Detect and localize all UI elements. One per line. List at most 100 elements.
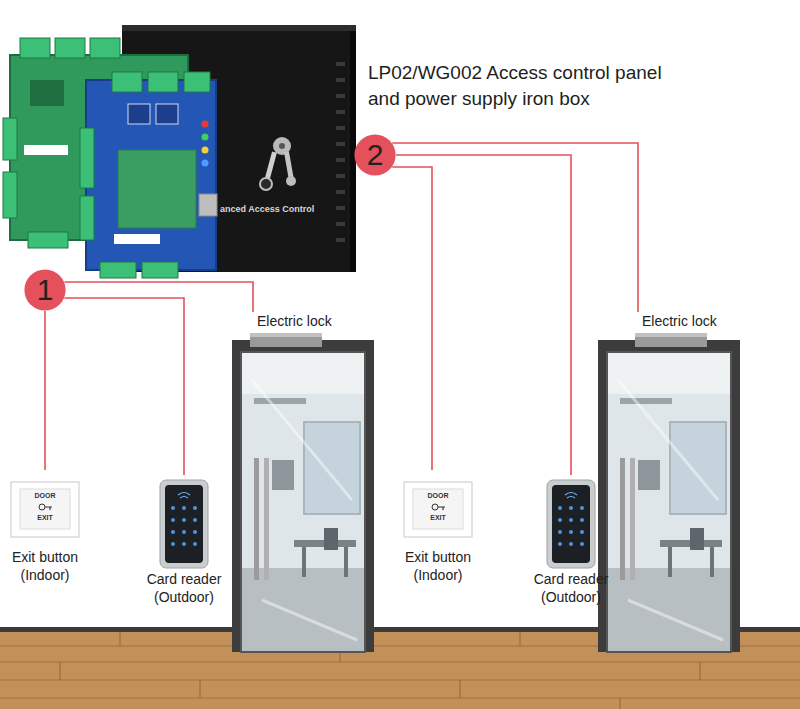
green-circuit-board bbox=[24, 145, 68, 155]
wire-connector bbox=[392, 143, 638, 312]
callout-circle bbox=[24, 269, 65, 310]
blue-circuit-board bbox=[80, 196, 94, 240]
control-box bbox=[260, 178, 272, 190]
card-reader-device bbox=[558, 542, 562, 546]
wire-connector bbox=[392, 167, 432, 470]
card-reader-device bbox=[580, 506, 584, 510]
card-reader: Card reader (Outdoor) bbox=[519, 475, 623, 606]
electric-lock-device bbox=[250, 333, 322, 337]
device-marking: DOOR bbox=[35, 492, 56, 500]
callout-number: 2 bbox=[354, 134, 396, 176]
green-circuit-board bbox=[28, 232, 68, 248]
card-reader-device bbox=[558, 506, 562, 510]
green-circuit-board bbox=[30, 80, 64, 106]
card-reader-device bbox=[160, 480, 595, 568]
control-box bbox=[279, 143, 285, 149]
glass-door bbox=[232, 340, 374, 652]
card-reader-device bbox=[165, 485, 203, 563]
card-reader-label: Card reader (Outdoor) bbox=[519, 570, 623, 606]
blue-circuit-board bbox=[202, 147, 209, 154]
control-box bbox=[265, 151, 277, 179]
blue-circuit-board bbox=[148, 72, 178, 92]
callout-number-label: 2 bbox=[354, 134, 396, 176]
card-reader-device bbox=[558, 506, 584, 546]
blue-circuit-board bbox=[202, 121, 209, 128]
card-reader-device bbox=[547, 480, 595, 568]
wire-connector bbox=[396, 155, 571, 475]
exit-button: Exit button (Indoor) bbox=[0, 470, 91, 584]
card-reader-device bbox=[569, 506, 573, 510]
card-reader-device bbox=[182, 542, 186, 546]
card-reader-device bbox=[552, 485, 590, 563]
electric-lock-device bbox=[250, 333, 707, 347]
wire-connector bbox=[64, 298, 184, 475]
card-reader-device bbox=[193, 506, 197, 510]
blue-circuit-board bbox=[156, 104, 178, 124]
blue-circuit-board bbox=[118, 150, 196, 228]
blue-circuit-board bbox=[202, 160, 209, 167]
card-reader-device bbox=[171, 506, 197, 546]
card-reader-device bbox=[193, 542, 197, 546]
electric-lock-device bbox=[635, 333, 707, 347]
card-reader-device bbox=[193, 530, 197, 534]
card-reader-device bbox=[171, 530, 175, 534]
card-reader-device bbox=[580, 530, 584, 534]
card-reader-device bbox=[569, 530, 573, 534]
card-reader-device bbox=[569, 518, 573, 522]
blue-circuit-board bbox=[142, 262, 178, 278]
green-circuit-board bbox=[20, 38, 50, 58]
card-reader-device bbox=[160, 480, 208, 568]
electric-lock: Electric lock bbox=[249, 312, 338, 350]
callout-number-label: 1 bbox=[24, 269, 66, 311]
electric-lock-device bbox=[250, 333, 322, 347]
card-reader-device bbox=[182, 506, 186, 510]
card-reader-device bbox=[182, 518, 186, 522]
callout-circle bbox=[354, 134, 395, 175]
card-reader-device bbox=[193, 518, 197, 522]
control-box bbox=[336, 174, 345, 178]
exit-button-device bbox=[438, 507, 445, 510]
electric-lock-label: Electric lock bbox=[634, 312, 723, 330]
floor bbox=[0, 646, 800, 698]
device-marking: EXIT bbox=[430, 514, 446, 522]
control-box bbox=[336, 110, 345, 114]
green-circuit-board bbox=[55, 38, 85, 58]
control-box bbox=[336, 158, 345, 162]
card-reader-device bbox=[558, 518, 562, 522]
wire-connector bbox=[64, 282, 253, 312]
control-box bbox=[286, 176, 296, 186]
card-reader-device bbox=[178, 493, 190, 499]
blue-circuit-board bbox=[202, 134, 209, 141]
blue-circuit-board bbox=[80, 72, 217, 278]
card-reader-device bbox=[580, 518, 584, 522]
panel-title: LP02/WG002 Access control panel and powe… bbox=[368, 60, 683, 112]
green-circuit-board bbox=[3, 118, 17, 160]
card-reader-device bbox=[182, 530, 186, 534]
green-circuit-board bbox=[90, 38, 120, 58]
card-reader-device bbox=[565, 493, 577, 499]
blue-circuit-board bbox=[100, 262, 136, 278]
blue-circuit-board bbox=[86, 80, 216, 270]
exit-button-label: Exit button (Indoor) bbox=[392, 548, 484, 584]
card-reader-device bbox=[171, 518, 175, 522]
electric-lock-device bbox=[635, 333, 707, 337]
exit-button-label: Exit button (Indoor) bbox=[0, 548, 91, 584]
control-box bbox=[336, 206, 345, 210]
glass-door bbox=[598, 340, 740, 652]
control-box bbox=[336, 222, 345, 226]
card-reader: Card reader (Outdoor) bbox=[132, 475, 236, 606]
control-box bbox=[122, 25, 356, 31]
control-box bbox=[336, 78, 345, 82]
card-reader-device bbox=[558, 530, 562, 534]
card-reader-device bbox=[580, 542, 584, 546]
blue-circuit-board bbox=[114, 234, 160, 244]
blue-circuit-board bbox=[80, 128, 94, 188]
electric-lock-label: Electric lock bbox=[249, 312, 338, 330]
control-box bbox=[336, 142, 345, 146]
exit-button-device bbox=[11, 482, 79, 537]
blue-circuit-board bbox=[128, 104, 150, 124]
control-box bbox=[336, 94, 345, 98]
exit-button-device bbox=[20, 489, 70, 529]
control-box bbox=[284, 151, 293, 177]
card-reader-device bbox=[171, 542, 175, 546]
